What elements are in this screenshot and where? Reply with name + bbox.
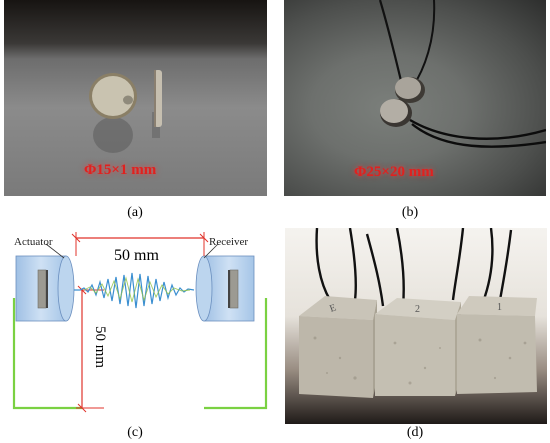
panel-label-d: (d) [406, 425, 424, 440]
concrete-cubes-photo: E 2 1 [299, 228, 537, 398]
right-wire [204, 298, 268, 410]
receiver-label: Receiver [209, 236, 248, 248]
horizontal-dimension-label: 50 mm [114, 247, 159, 264]
block-mark-3: 1 [497, 302, 502, 313]
photo-panel-d: E 2 1 [285, 228, 547, 424]
left-wire [12, 298, 82, 410]
block-mark-1: E [328, 302, 338, 314]
diagram-panel-c: Actuator Receiver 50 mm 50 mm [4, 226, 274, 422]
piezo-disk-photo [89, 70, 162, 153]
actuator-transducer [15, 255, 75, 322]
caption-b: Φ25×20 mm [354, 164, 434, 180]
ultrasonic-wave-packet [74, 272, 195, 309]
block-mark-2: 2 [415, 304, 420, 315]
panel-label-c: (c) [127, 425, 143, 440]
receiver-transducer [195, 255, 255, 322]
panel-label-a: (a) [127, 205, 143, 220]
photo-panel-b: Φ25×20 mm [284, 0, 546, 196]
transducer-layout-diagram: Actuator Receiver 50 mm 50 mm [12, 232, 268, 413]
concrete-cube-3 [457, 296, 537, 394]
vertical-dimension-label: 50 mm [92, 326, 108, 368]
photo-panel-a: Φ15×1 mm [4, 0, 267, 196]
actuator-label: Actuator [14, 236, 53, 248]
piezo-cylinder-photo [378, 0, 546, 148]
concrete-cube-1 [299, 296, 377, 398]
panel-label-b: (b) [401, 205, 419, 220]
caption-a: Φ15×1 mm [84, 162, 157, 178]
